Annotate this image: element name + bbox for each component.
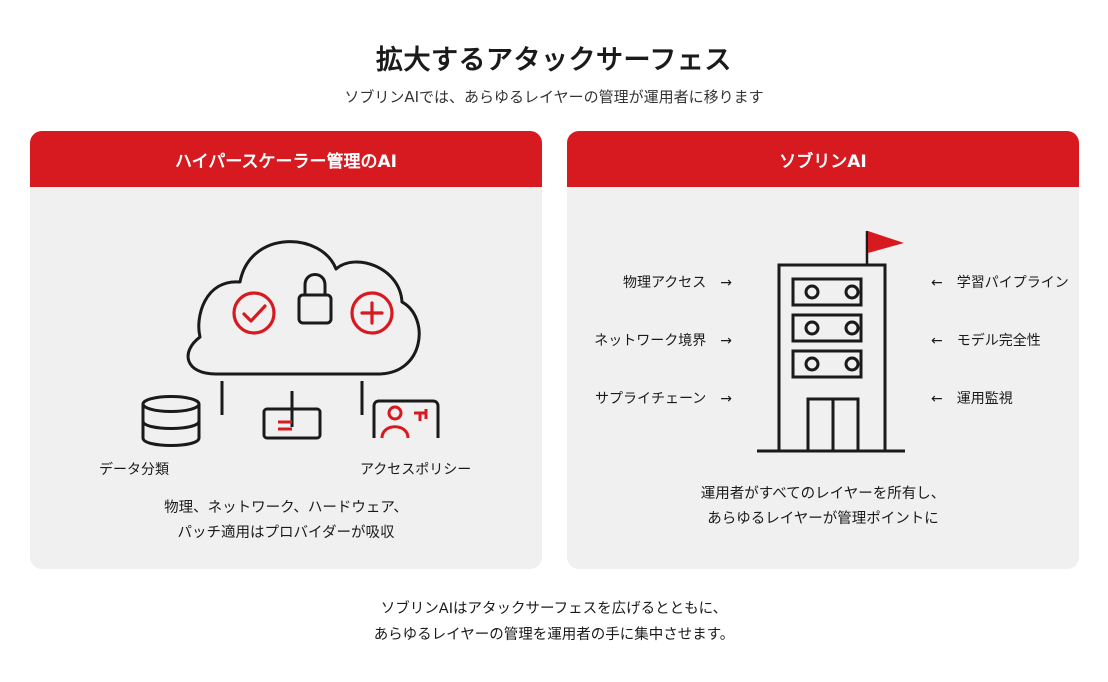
hyperscaler-caption: 物理、ネットワーク、ハードウェア、 パッチ適用はプロバイダーが吸収 [30,496,542,546]
sovereign-caption: 運用者がすべてのレイヤーを所有し、 あらゆるレイヤーが管理ポイントに [567,482,1079,532]
storage-box-icon [262,407,322,440]
model-integrity-label: ← モデル完全性 [931,333,1041,349]
hyperscaler-panel-header: ハイパースケーラー管理のAI [30,131,542,187]
access-policy-label: アクセスポリシー [360,462,472,478]
data-classification-label: データ分類 [99,462,169,478]
sovereign-panel-header: ソブリンAI [567,131,1079,187]
page-title: 拡大するアタックサーフェス [376,45,732,76]
lock-icon [297,273,333,325]
hyperscaler-caption-line: パッチ適用はプロバイダーが吸収 [177,525,395,541]
plus-circle-icon [350,291,394,335]
supply-chain-label: サプライチェーン → [594,391,732,407]
operations-monitoring-label: ← 運用監視 [931,391,1013,407]
check-circle-icon [232,291,276,335]
flag-icon [865,231,904,265]
hyperscaler-illustration [141,240,440,447]
page-subtitle: ソブリンAIでは、あらゆるレイヤーの管理が運用者に移ります [344,88,764,106]
footer-line: あらゆるレイヤーの管理を運用者の手に集中させます。 [373,627,735,643]
sovereign-caption-line: あらゆるレイヤーが管理ポイントに [707,511,939,527]
building-icon [757,263,905,453]
access-card-icon [372,399,440,439]
cloud-icon [186,240,421,427]
sovereign-panel: ソブリンAI 物理アクセス → ネットワーク境界 → サプライチェーン → ← … [567,131,1079,569]
physical-access-label: 物理アクセス → [622,275,732,291]
sovereign-caption-line: 運用者がすべてのレイヤーを所有し、 [700,486,946,502]
sovereign-illustration [757,231,905,453]
footer-note: ソブリンAIはアタックサーフェスを広げるとともに、 あらゆるレイヤーの管理を運用… [0,596,1108,648]
network-boundary-label: ネットワーク境界 → [594,333,732,349]
training-pipeline-label: ← 学習パイプライン [931,275,1069,291]
hyperscaler-panel: ハイパースケーラー管理のAI [30,131,542,569]
footer-line: ソブリンAIはアタックサーフェスを広げるとともに、 [380,601,728,617]
database-icon [141,395,201,447]
hyperscaler-caption-line: 物理、ネットワーク、ハードウェア、 [164,500,408,516]
